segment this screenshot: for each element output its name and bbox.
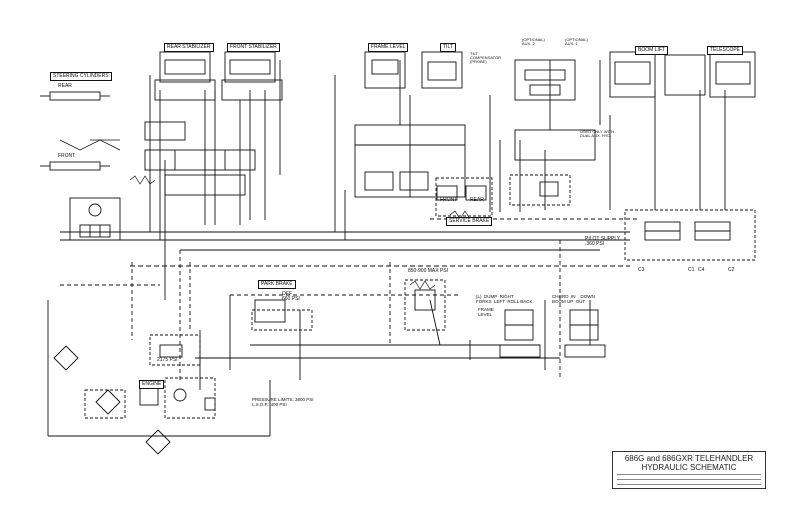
dump-group-label: (L) DUMP RIGHT FORKS LEFT ROLL BACK — [476, 294, 533, 304]
port-c2-label: C2 — [728, 267, 735, 273]
telescope-label: TELESCOPE — [707, 46, 744, 55]
steering-cylinders-label: STEERING CYLINDERS — [50, 72, 112, 81]
port-c4-label: C4 — [698, 267, 705, 273]
title-rule-2 — [617, 479, 761, 480]
frame-level-label: FRAME LEVEL — [368, 43, 409, 52]
rear-small-label: REAR — [470, 197, 484, 203]
tilt-compensator-label: TILT COMPENSATOR (PROBE) — [470, 51, 501, 64]
max-psi-label: 850-900 MAX PSI — [408, 268, 449, 274]
title-rule-3 — [617, 484, 761, 485]
aux1-label: (OPTIONAL) AUX. 1 — [565, 37, 588, 46]
used-only-with-label: USED ONLY WITH DUAL AUX. HYD. — [580, 129, 615, 138]
park-brake-label: PARK BRAKE — [258, 280, 296, 289]
park-brake-psi-label: OFF 660 PSI — [282, 291, 300, 302]
frame-level-small-label: FRAME LEVEL — [478, 307, 494, 317]
boom-lift-label: BOOM LIFT — [635, 46, 668, 55]
title-line-2: HYDRAULIC SCHEMATIC — [641, 463, 737, 472]
title-line-1: 686G and 686GXR TELEHANDLER — [624, 454, 754, 463]
port-c1-label: C1 — [688, 267, 695, 273]
service-brake-label: SERVICE BRAKE — [446, 217, 493, 226]
chord-group-label: CHORD IN DOWN BOOM UP OUT — [552, 294, 595, 304]
tilt-label: TILT — [440, 43, 456, 52]
rear-cylinder-label: REAR — [58, 83, 72, 89]
front-small-label: FRONT — [440, 197, 458, 203]
front-cylinder-label: FRONT — [58, 153, 76, 159]
pressure-limits-label: PRESSURE LIMITS: 3800 PSI L.S.D.P.: 400 … — [252, 397, 314, 407]
title-block: 686G and 686GXR TELEHANDLER HYDRAULIC SC… — [612, 451, 766, 489]
engine-label: ENGINE — [139, 380, 165, 389]
relief-2175-label: 2175 PSI — [157, 357, 178, 363]
pilot-supply-label: PILOT SUPPLY .360 PSI — [585, 236, 621, 247]
front-stabilizer-label: FRONT STABILIZER — [227, 43, 280, 52]
port-c3-label: C3 — [638, 267, 645, 273]
rear-stabilizer-label: REAR STABILIZER — [164, 43, 214, 52]
aux2-label: (OPTIONAL) AUX. 2 — [522, 37, 545, 46]
title-rule-1 — [617, 474, 761, 475]
